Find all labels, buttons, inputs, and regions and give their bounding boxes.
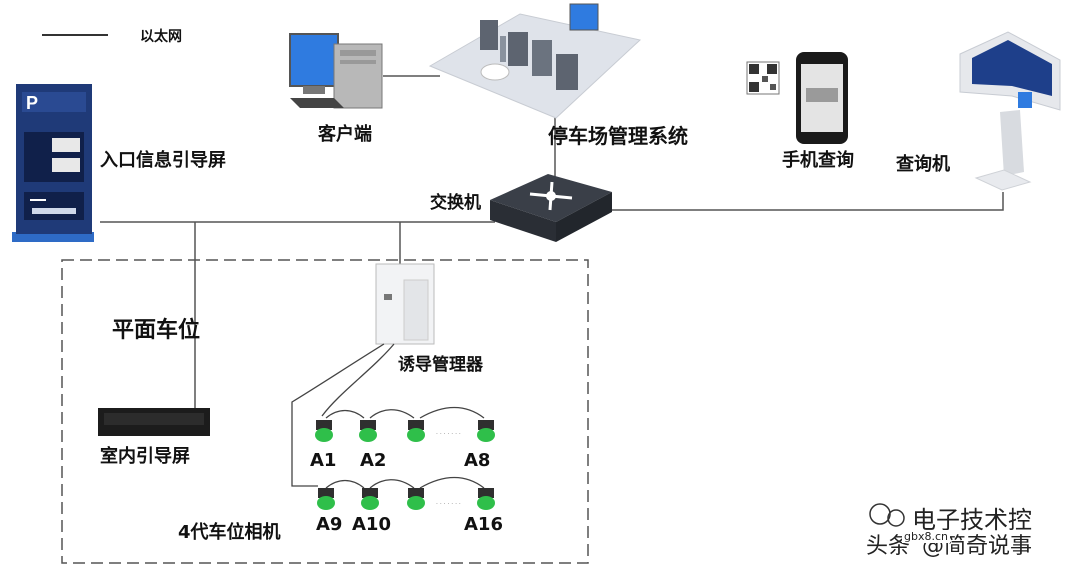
indoor-screen-label: 室内引导屏 (100, 446, 190, 467)
camera-A1-device (315, 420, 333, 442)
cameras-label: 4代车位相机 (178, 522, 281, 543)
watermark-emblem-icon (869, 503, 905, 527)
zone-boundary (61, 259, 589, 564)
guidance-controller-label: 诱导管理器 (398, 355, 483, 375)
watermark-account: 电子技术控 (912, 506, 1032, 534)
camera-A9-device (317, 488, 335, 510)
camera-label: A10 (352, 514, 391, 535)
camera-label: A2 (360, 450, 387, 471)
camera-A16-device (477, 488, 495, 510)
management-system-label: 停车场管理系统 (548, 124, 688, 148)
camera-A10-device (361, 488, 379, 510)
kiosk-label: 查询机 (896, 154, 950, 175)
smartphone-device (796, 52, 848, 144)
svg-text:P: P (26, 93, 38, 113)
client-computer-device (289, 33, 383, 109)
network-switch-device (490, 174, 612, 242)
entry-screen-label: 入口信息引导屏 (100, 150, 226, 171)
svg-text:. . . . . . .: . . . . . . . (436, 499, 461, 506)
watermark-site: gbx8.cn (902, 530, 950, 543)
camera-A3-device (407, 420, 425, 442)
kiosk-device (959, 31, 1061, 191)
zone-label: 平面车位 (112, 318, 201, 343)
svg-text:. . . . . . .: . . . . . . . (436, 429, 461, 436)
qr-code (746, 61, 780, 95)
guidance-controller-device (375, 263, 435, 345)
camera-wiring: . . . . . . . . . . . . . . (291, 343, 485, 506)
camera-A11-device (407, 488, 425, 510)
switch-label: 交换机 (430, 193, 481, 213)
camera-A2-device (359, 420, 377, 442)
camera-label: A1 (310, 450, 337, 471)
ethernet-links (100, 75, 1004, 408)
legend-ethernet-label: 以太网 (140, 29, 182, 45)
client-label: 客户端 (318, 124, 372, 145)
camera-A8-device (477, 420, 495, 442)
mobile-query-label: 手机查询 (782, 150, 854, 171)
camera-label: A16 (464, 514, 503, 535)
camera-label: A8 (464, 450, 491, 471)
entry-screen-device: P (12, 84, 94, 242)
indoor-screen-device (98, 408, 210, 436)
server-platform-device (428, 3, 642, 119)
camera-label: A9 (316, 514, 343, 535)
